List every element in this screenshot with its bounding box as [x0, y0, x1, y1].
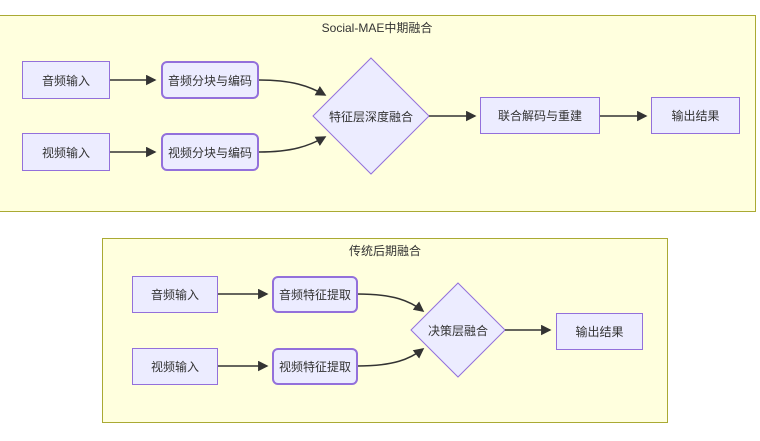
label-feature-fusion: 特征层深度融合	[328, 109, 413, 124]
node-output-bottom: 输出结果	[556, 313, 643, 350]
node-audio-input-bottom: 音频输入	[132, 276, 218, 313]
cluster-title-social-mae: Social-MAE中期融合	[321, 21, 433, 35]
node-video-input-top: 视频输入	[22, 133, 110, 171]
node-output-top: 输出结果	[651, 97, 740, 134]
node-video-input-bottom: 视频输入	[132, 348, 218, 385]
cluster-title-traditional: 传统后期融合	[348, 244, 421, 258]
node-video-feature-extract: 视频特征提取	[272, 348, 358, 385]
node-audio-chunk-encode: 音频分块与编码	[161, 61, 259, 99]
label-decision-fusion: 决策层融合	[427, 323, 488, 338]
node-joint-decode-reconstruct: 联合解码与重建	[480, 97, 600, 134]
node-audio-feature-extract: 音频特征提取	[272, 276, 358, 313]
node-audio-input-top: 音频输入	[22, 61, 110, 99]
node-video-chunk-encode: 视频分块与编码	[161, 133, 259, 171]
